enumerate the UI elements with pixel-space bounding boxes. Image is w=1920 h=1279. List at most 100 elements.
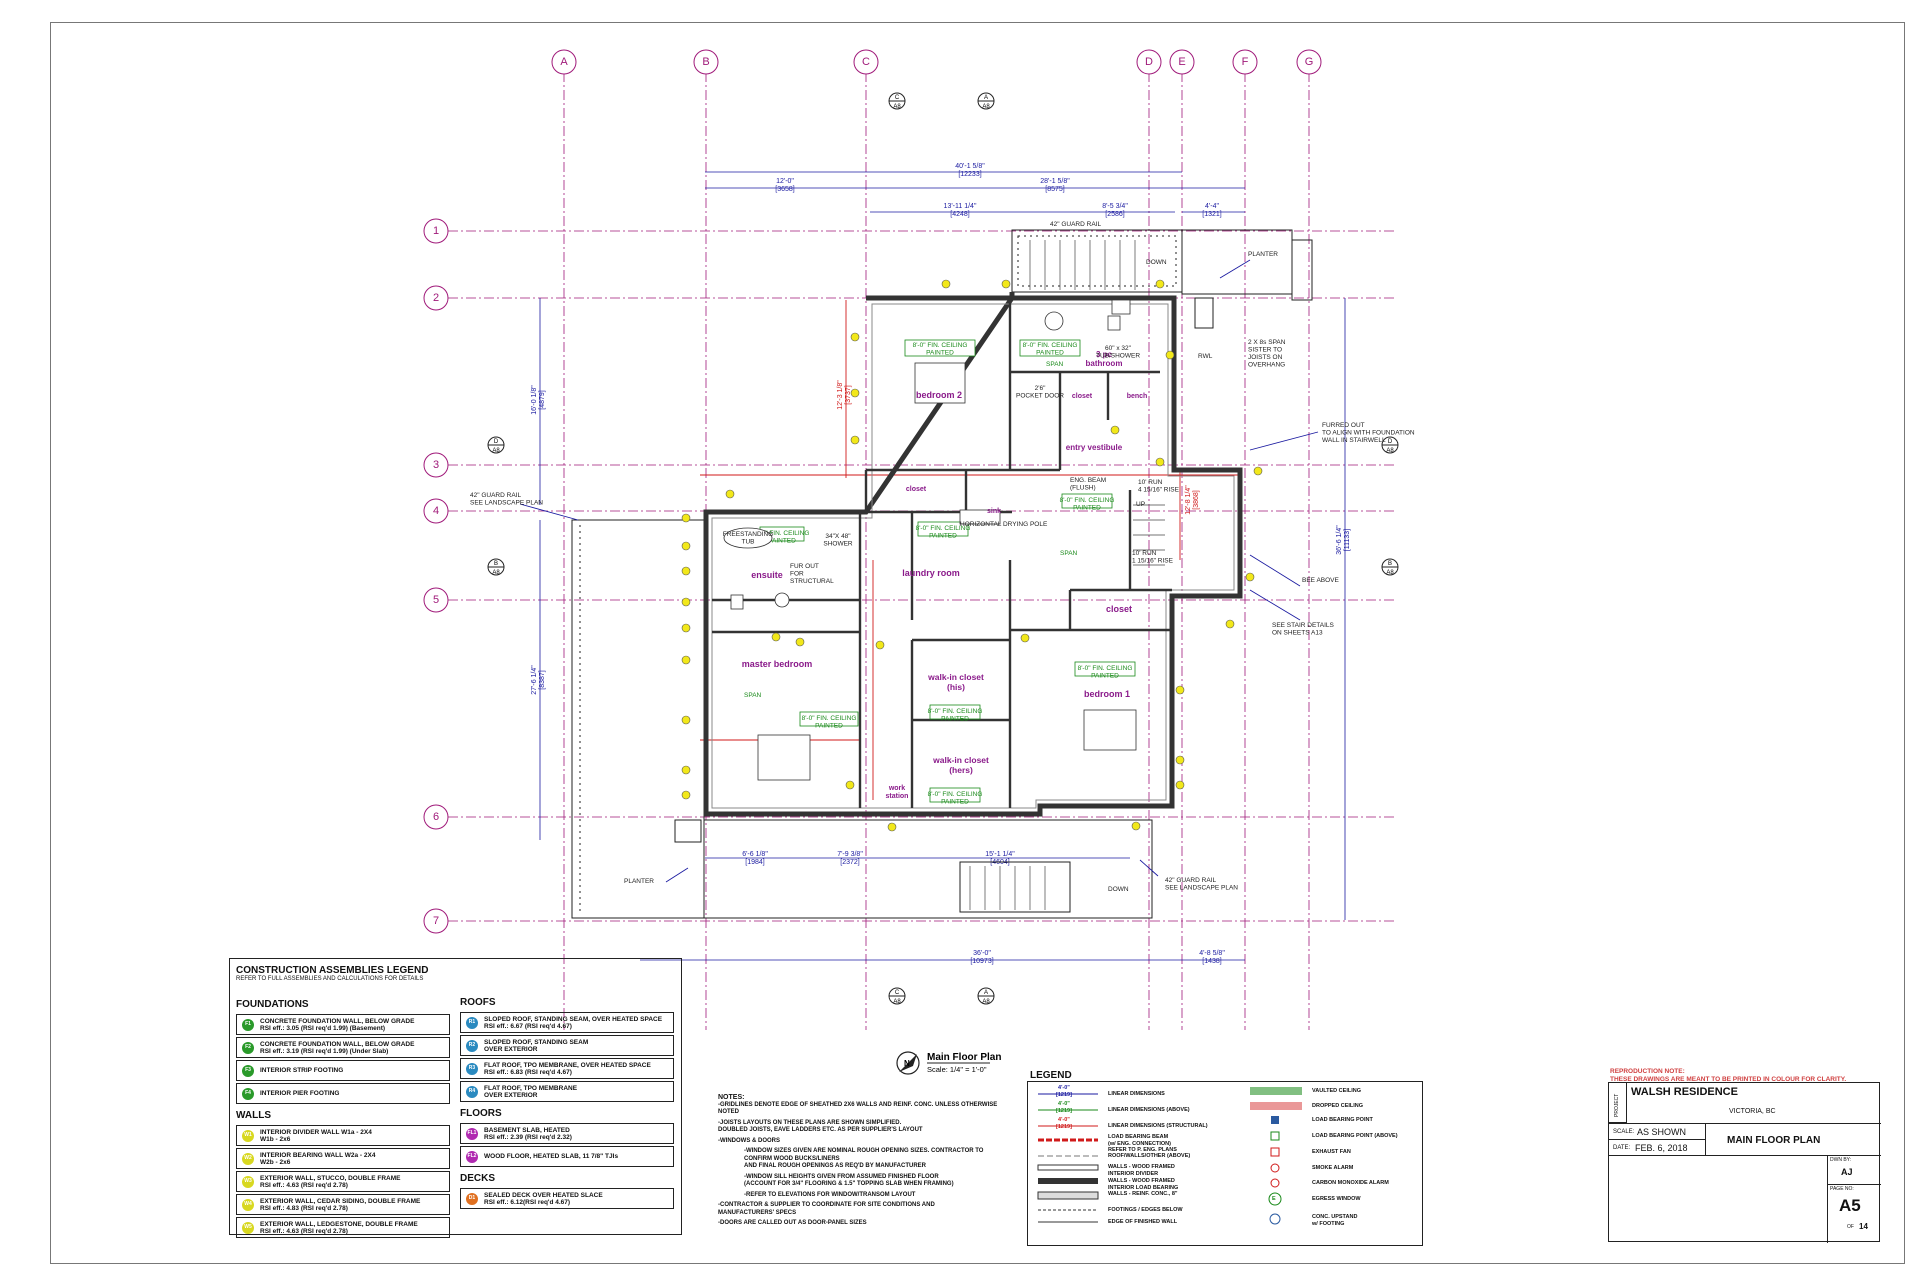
note-span: SPAN (1046, 361, 1064, 368)
note-tub-shower: 60" x 32"TUB/SHOWER (1096, 345, 1140, 359)
section-mark-letter: B (494, 561, 498, 567)
section-mark-sheet: A8 (492, 570, 500, 576)
room-entry-vestibule: entry vestibule (1066, 443, 1123, 452)
assembly-code-badge: F4 (242, 1087, 254, 1100)
grid-bubbles-columns: A B C D E F G (551, 49, 1322, 75)
assemblies-subtitle: REFER TO FULL ASSEMBLIES AND CALCULATION… (236, 976, 424, 982)
note-shower: 34"X 48"SHOWER (823, 533, 853, 547)
legend-item: LOAD BEARING BEAM (w/ ENG. CONNECTION) R… (1108, 1134, 1177, 1153)
decks-heading: DECKS (460, 1173, 496, 1184)
section-mark-sheet: A8 (1386, 570, 1394, 576)
assembly-row-r1: R1 SLOPED ROOF, STANDING SEAM, OVER HEATE… (460, 1012, 674, 1033)
legend-item: VAULTED CEILING (1312, 1088, 1361, 1094)
section-mark-sheet: A8 (893, 104, 901, 110)
assembly-code-badge: R4 (466, 1085, 478, 1098)
dim-top-e: 4'-4"[1321] (1202, 203, 1222, 218)
grid-row-label: 7 (433, 915, 439, 927)
section-mark-sheet: A8 (492, 448, 500, 454)
page-total: 14 (1859, 1222, 1868, 1231)
assembly-description: FLAT ROOF, TPO MEMBRANE OVER EXTERIOR (484, 1084, 578, 1099)
room-laundry: laundry room (902, 568, 960, 578)
assembly-row-fl2: FL2 WOOD FLOOR, HEATED SLAB, 11 7/8" TJIs (460, 1146, 674, 1167)
assembly-code-badge: FL2 (466, 1150, 478, 1163)
drawn-by-label: DWN BY: (1830, 1157, 1852, 1163)
dim-left-top: 16'-0 1/8"[4879] (531, 385, 546, 415)
assembly-row-r4: R4 FLAT ROOF, TPO MEMBRANE OVER EXTERIOR (460, 1081, 674, 1102)
note-item: -GRIDLINES DENOTE EDGE OF SHEATHED 2X6 W… (718, 1101, 998, 1116)
room-closet-right: closet (1106, 604, 1132, 614)
room-walk-in-hers: walk-in closet(hers) (932, 755, 989, 775)
dim-bot-d: 4'-8 5/8"[1438] (1199, 950, 1225, 965)
grid-col-label: E (1178, 56, 1185, 68)
assembly-code-badge: D1 (466, 1192, 478, 1205)
dim-left-overall: 27'-6 1/4"[8387] (531, 665, 546, 695)
note-guard-top: 42" GUARD RAIL (1050, 221, 1101, 228)
north-arrow-icon: N (904, 1059, 910, 1068)
bed-icon (914, 362, 966, 404)
dimension-lines (539, 171, 1346, 961)
dim-top-b: 28'-1 5/8"[8575] (1040, 178, 1070, 193)
assembly-code-badge: R1 (466, 1016, 478, 1029)
legend-item: LOAD BEARING POINT (1312, 1117, 1373, 1123)
legend-item: FOOTINGS / EDGES BELOW (1108, 1207, 1183, 1213)
legend-item: EDGE OF FINISHED WALL (1108, 1219, 1178, 1225)
note-item: -CONTRACTOR & SUPPLIER TO COORDINATE FOR… (718, 1202, 935, 1216)
exhaust-fan-icon (1111, 299, 1131, 315)
assembly-code-badge: F3 (242, 1064, 254, 1077)
page-label: PAGE NO: (1830, 1186, 1854, 1192)
dimension-labels: 40'-1 5/8"[12233] 12'-0"[3658] 28'-1 5/8… (531, 163, 1351, 965)
assembly-description: SLOPED ROOF, STANDING SEAM, OVER HEATED … (484, 1015, 663, 1030)
dim-bot-b: 7'-9 3/8"[2372] (837, 851, 863, 866)
legend-dim-sample: 4'-0" [1219] (1056, 1101, 1072, 1114)
legend-dim-sample: 4'-0" [1219] (1056, 1085, 1072, 1098)
dim-top-d: 8'-5 3/4"[2586] (1102, 203, 1128, 218)
stairs (969, 240, 1165, 910)
assembly-description: BASEMENT SLAB, HEATED RSI eff.: 2.39 (RS… (484, 1126, 572, 1141)
assembly-description: INTERIOR BEARING WALL W2a - 2X4 W2b - 2x… (260, 1151, 376, 1166)
assembly-code-badge: W2 (242, 1152, 254, 1165)
exterior-walls-inner (711, 303, 1235, 809)
sheet-title: MAIN FLOOR PLAN (1727, 1135, 1821, 1146)
grid-row-label: 3 (433, 459, 439, 471)
legend-item: CARBON MONOXIDE ALARM (1312, 1180, 1389, 1186)
assembly-description: WOOD FLOOR, HEATED SLAB, 11 7/8" TJIs (484, 1153, 619, 1160)
legend-item: EGRESS WINDOW (1312, 1196, 1361, 1202)
project-label: PROJECT (1614, 1093, 1620, 1117)
scale-value: AS SHOWN (1637, 1127, 1687, 1137)
legend-item: CONC. UPSTAND w/ FOOTING (1312, 1214, 1358, 1227)
fixtures (723, 299, 1137, 781)
note-rwl: RWL (1198, 353, 1213, 360)
assembly-description: EXTERIOR WALL, STUCCO, DOUBLE FRAME RSI … (260, 1174, 401, 1189)
egress-window-icon: E (1272, 1196, 1276, 1202)
legend-item: SMOKE ALARM (1312, 1165, 1354, 1171)
page-of-label: OF (1847, 1224, 1854, 1230)
toilet-icon (730, 594, 744, 610)
dim-right-overall: 36'-6 1/4"[11133] (1336, 525, 1351, 555)
assembly-code-badge: F1 (242, 1018, 254, 1031)
section-markers: C A8 A A8 D A8 D A8 B A8 B A8 C A8 A A8 (487, 92, 1399, 1005)
plan-scale: Scale: 1/4" = 1'-0" (927, 1065, 987, 1074)
tub-icon (723, 527, 773, 549)
project-location: VICTORIA, BC (1729, 1108, 1776, 1115)
grid-col-label: A (560, 56, 568, 68)
grid-col-label: F (1242, 56, 1249, 68)
assembly-code-badge: W5 (242, 1221, 254, 1234)
room-bench: bench (1127, 393, 1148, 400)
